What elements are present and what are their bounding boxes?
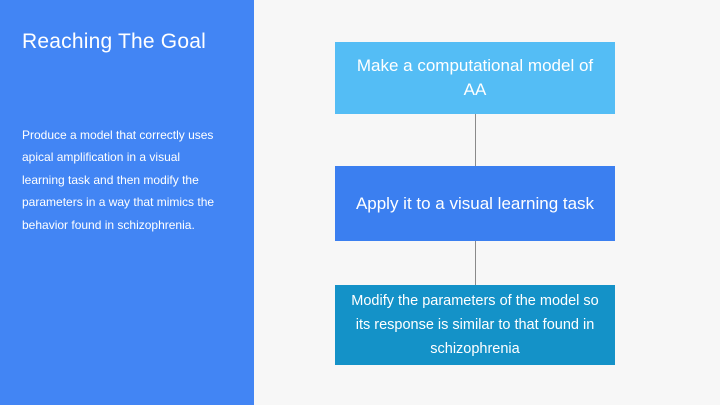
- flow-step-1-label: Make a computational model of AA: [356, 56, 594, 99]
- flow-connector-2: [475, 241, 476, 285]
- flow-step-2-label: Apply it to a visual learning task: [355, 193, 595, 213]
- flow-step-3-label: Modify the parameters of the model so it…: [351, 293, 599, 357]
- flow-step-3: Modify the parameters of the model so it…: [335, 285, 615, 365]
- slide-body-text: Produce a model that correctly uses apic…: [22, 128, 215, 232]
- flow-diagram: Make a computational model of AA Apply i…: [335, 0, 650, 405]
- flow-step-2: Apply it to a visual learning task: [335, 166, 615, 241]
- left-panel: Reaching The Goal Produce a model that c…: [0, 0, 254, 405]
- page-title: Reaching The Goal: [22, 30, 206, 53]
- flow-step-1: Make a computational model of AA: [335, 42, 615, 114]
- flow-connector-1: [475, 114, 476, 166]
